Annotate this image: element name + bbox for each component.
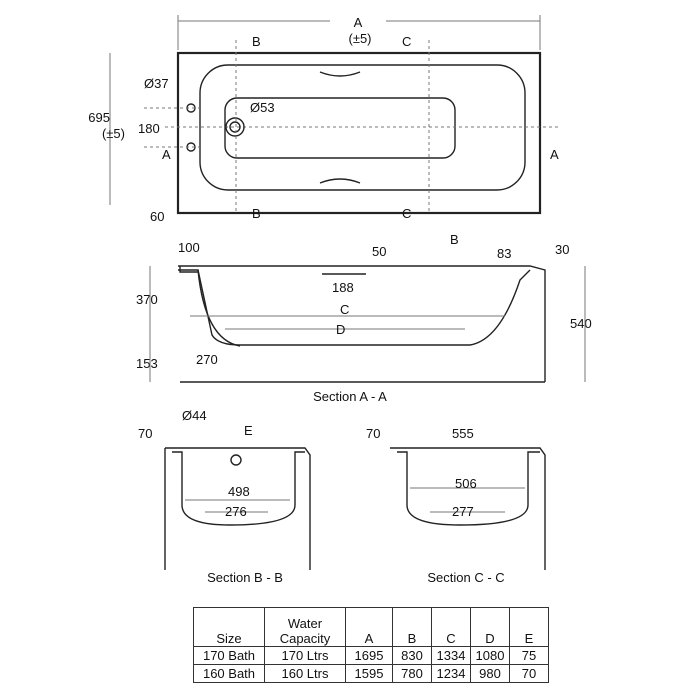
section-c-c: 70 555 506 277 Section C - C	[366, 426, 546, 585]
dim-498: 498	[228, 484, 250, 499]
bath-outline	[176, 51, 542, 215]
dim-width-tol: (±5)	[102, 126, 125, 141]
dim-100: 100	[178, 240, 200, 255]
bath-well	[224, 97, 456, 159]
dim-370: 370	[136, 292, 158, 307]
table-header-row: Size Water Capacity A B C D E	[193, 607, 549, 647]
cell: 170 Ltrs	[264, 646, 346, 665]
dim-70: 70	[138, 426, 152, 441]
section-b-marker: B	[252, 34, 261, 49]
dim-44: Ø44	[182, 408, 207, 423]
dim-83: 83	[497, 246, 511, 261]
cell: 1334	[431, 646, 471, 665]
dim-555: 555	[452, 426, 474, 441]
cell: 1080	[470, 646, 510, 665]
dim-50: 50	[372, 244, 386, 259]
dim-tap-hole: Ø37	[144, 76, 169, 91]
dim-width: 695	[88, 110, 110, 125]
header-size: Size	[193, 607, 265, 647]
cell: 75	[509, 646, 549, 665]
section-c-title: Section C - C	[427, 570, 504, 585]
cell: 1695	[345, 646, 393, 665]
cell: 980	[470, 664, 510, 683]
header-water-capacity: Water Capacity	[264, 607, 346, 647]
dim-277: 277	[452, 504, 474, 519]
dim-b: B	[450, 232, 459, 247]
dim-e: E	[244, 423, 253, 438]
dim-a-tolerance: (±5)	[348, 31, 371, 46]
section-a-a: 100 B 50 83 30 188 C D 370 540 153 270 S…	[136, 232, 592, 404]
section-c-marker: C	[402, 34, 411, 49]
dim-270: 270	[196, 352, 218, 367]
header-d: D	[470, 607, 510, 647]
section-a-marker-left: A	[162, 147, 171, 162]
dim-180: 180	[138, 121, 160, 136]
section-a-title: Section A - A	[313, 389, 387, 404]
cell: 830	[392, 646, 432, 665]
dim-506: 506	[455, 476, 477, 491]
handle-icon	[319, 71, 361, 184]
header-a: A	[345, 607, 393, 647]
section-b-b: 70 Ø44 E 498 276 Section B - B	[138, 408, 311, 585]
dim-d: D	[336, 322, 345, 337]
cell: 1234	[431, 664, 471, 683]
plan-view: A (±5) B C B C 695 (±5) Ø37 Ø53 180 60 A…	[88, 15, 559, 224]
header-b: B	[392, 607, 432, 647]
dim-60: 60	[150, 209, 164, 224]
section-c-marker-bottom: C	[402, 206, 411, 221]
dim-30: 30	[555, 242, 569, 257]
header-e: E	[509, 607, 549, 647]
dim-70: 70	[366, 426, 380, 441]
dim-drain: Ø53	[250, 100, 275, 115]
section-b-title: Section B - B	[207, 570, 283, 585]
dim-276: 276	[225, 504, 247, 519]
cell: 160 Ltrs	[264, 664, 346, 683]
section-b-marker-bottom: B	[252, 206, 261, 221]
dim-188: 188	[332, 280, 354, 295]
dim-540: 540	[570, 316, 592, 331]
dim-153: 153	[136, 356, 158, 371]
header-c: C	[431, 607, 471, 647]
cell: 170 Bath	[193, 646, 265, 665]
cell: 1595	[345, 664, 393, 683]
bath-rim	[199, 64, 526, 191]
dim-a-label: A	[354, 15, 363, 30]
cell: 160 Bath	[193, 664, 265, 683]
cell: 780	[392, 664, 432, 683]
section-a-marker-right: A	[550, 147, 559, 162]
drain-icon	[225, 117, 245, 137]
dim-c: C	[340, 302, 349, 317]
cell: 70	[509, 664, 549, 683]
